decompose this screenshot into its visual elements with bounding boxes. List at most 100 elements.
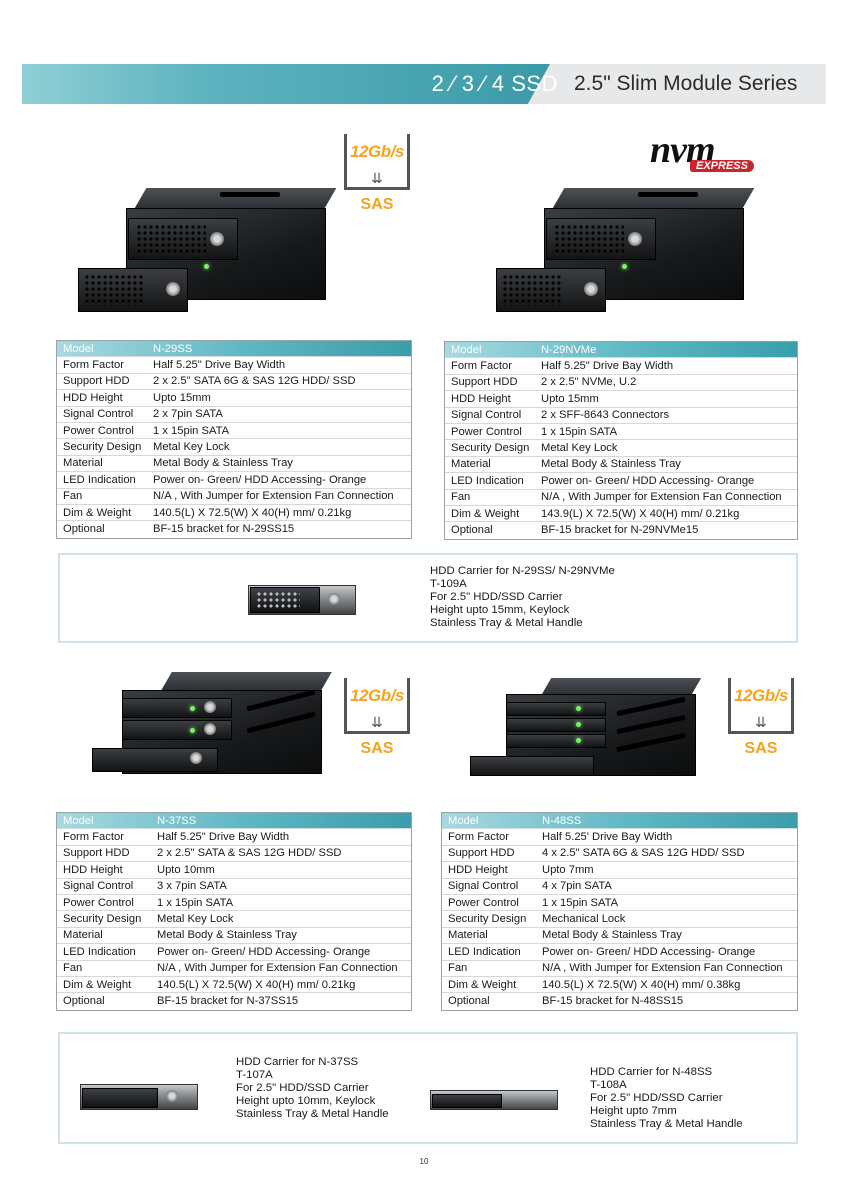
spec-value: 1 x 15pin SATA xyxy=(542,896,619,909)
spec-value: 2 x SFF-8643 Connectors xyxy=(541,409,670,422)
carrier-height: Height upto 7mm xyxy=(590,1105,677,1117)
spec-value: Power on- Green/ HDD Accessing- Orange xyxy=(157,945,371,958)
spec-row: HDD Height Upto 15mm xyxy=(445,391,797,408)
spec-key: Dim & Weight xyxy=(451,507,520,520)
spec-key: Power Control xyxy=(448,896,519,909)
interface-label: SAS xyxy=(360,196,394,213)
spec-key: Fan xyxy=(63,962,83,975)
connector-arrows-icon: ⇊ xyxy=(371,170,383,186)
carrier-image-t-107a xyxy=(80,1078,200,1118)
spec-row: Security Design Metal Key Lock xyxy=(57,911,411,928)
spec-key: Model xyxy=(63,814,94,827)
spec-value: N/A , With Jumper for Extension Fan Conn… xyxy=(541,491,782,504)
nvme-express-label: EXPRESS xyxy=(690,160,754,172)
spec-value: 2 x 7pin SATA xyxy=(153,408,223,421)
spec-key: Signal Control xyxy=(448,880,519,893)
spec-row: Material Metal Body & Stainless Tray xyxy=(57,456,411,473)
spec-key: Dim & Weight xyxy=(448,978,517,991)
spec-row: Power Control 1 x 15pin SATA xyxy=(57,895,411,912)
spec-key: Power Control xyxy=(63,896,134,909)
spec-row: Fan N/A , With Jumper for Extension Fan C… xyxy=(442,961,797,977)
product-image-n-48ss xyxy=(466,674,706,802)
carrier-material: Stainless Tray & Metal Handle xyxy=(430,617,583,629)
speed-label: 12Gb/s xyxy=(350,142,404,161)
spec-value: 1 x 15pin SATA xyxy=(153,424,230,437)
interface-label: SAS xyxy=(360,740,394,757)
spec-value: Half 5.25" Drive Bay Width xyxy=(153,359,286,372)
spec-row: Fan N/A , With Jumper for Extension Fan C… xyxy=(57,961,411,977)
spec-key: Fan xyxy=(63,490,83,503)
carrier-desc: For 2.5" HDD/SSD Carrier xyxy=(590,1092,723,1104)
spec-key: Security Design xyxy=(451,442,530,455)
spec-value: Metal Key Lock xyxy=(157,913,234,926)
spec-value: Metal Body & Stainless Tray xyxy=(153,457,293,470)
spec-key: Support HDD xyxy=(451,376,518,389)
carrier-height: Height upto 15mm, Keylock xyxy=(430,604,570,616)
carrier-model: T-107A xyxy=(236,1069,273,1081)
spec-value: Upto 15mm xyxy=(541,392,599,405)
spec-key: Model xyxy=(63,342,94,355)
spec-value: Metal Key Lock xyxy=(541,442,618,455)
spec-value: 1 x 15pin SATA xyxy=(157,896,234,909)
spec-value: N-48SS xyxy=(542,814,582,827)
spec-value: N-29SS xyxy=(153,342,193,355)
sas-12gbps-badge: 12Gb/s ⇊ SAS xyxy=(340,134,414,226)
carrier-model: T-108A xyxy=(590,1079,627,1091)
spec-value: 2 x 2.5" SATA & SAS 12G HDD/ SSD xyxy=(157,847,342,860)
spec-value: 2 x 2.5" NVMe, U.2 xyxy=(541,376,637,389)
spec-value: N-29NVMe xyxy=(541,343,597,356)
spec-key: Security Design xyxy=(63,441,142,454)
spec-key: Fan xyxy=(451,491,471,504)
spec-key: Form Factor xyxy=(63,831,124,844)
spec-key: Fan xyxy=(448,962,468,975)
nvme-express-logo: nvm EXPRESS xyxy=(650,128,780,178)
spec-key: Support HDD xyxy=(63,375,130,388)
spec-value: BF-15 bracket for N-37SS15 xyxy=(157,995,299,1008)
spec-key: HDD Height xyxy=(448,863,508,876)
spec-key: Security Design xyxy=(448,913,527,926)
carrier-model: T-109A xyxy=(430,578,467,590)
spec-key: Security Design xyxy=(63,913,142,926)
spec-key: Form Factor xyxy=(63,359,124,372)
page-title: 2.5" Slim Module Series xyxy=(574,72,798,95)
spec-key: Form Factor xyxy=(451,360,512,373)
spec-value: 3 x 7pin SATA xyxy=(157,880,227,893)
carrier-text-t-108a: HDD Carrier for N-48SS T-108A For 2.5" H… xyxy=(590,1066,743,1131)
spec-key: Dim & Weight xyxy=(63,506,132,519)
spec-key: Material xyxy=(63,457,103,470)
banner-accent xyxy=(22,64,550,104)
spec-value: 140.5(L) X 72.5(W) X 40(H) mm/ 0.21kg xyxy=(157,978,356,991)
spec-value: N/A , With Jumper for Extension Fan Conn… xyxy=(542,962,783,975)
header-banner: 2 ⁄ 3 ⁄ 4 SSD 2.5" Slim Module Series xyxy=(22,64,826,104)
spec-key: Signal Control xyxy=(451,409,522,422)
sas-12gbps-badge: 12Gb/s ⇊ SAS xyxy=(340,678,414,770)
series-label: 2 ⁄ 3 ⁄ 4 SSD xyxy=(431,71,558,96)
spec-value: N/A , With Jumper for Extension Fan Conn… xyxy=(157,962,398,975)
spec-key: Dim & Weight xyxy=(63,978,132,991)
spec-value: 2 x 2.5" SATA 6G & SAS 12G HDD/ SSD xyxy=(153,375,356,388)
spec-value: Metal Body & Stainless Tray xyxy=(542,929,682,942)
spec-key: HDD Height xyxy=(63,863,123,876)
spec-key: HDD Height xyxy=(451,392,511,405)
